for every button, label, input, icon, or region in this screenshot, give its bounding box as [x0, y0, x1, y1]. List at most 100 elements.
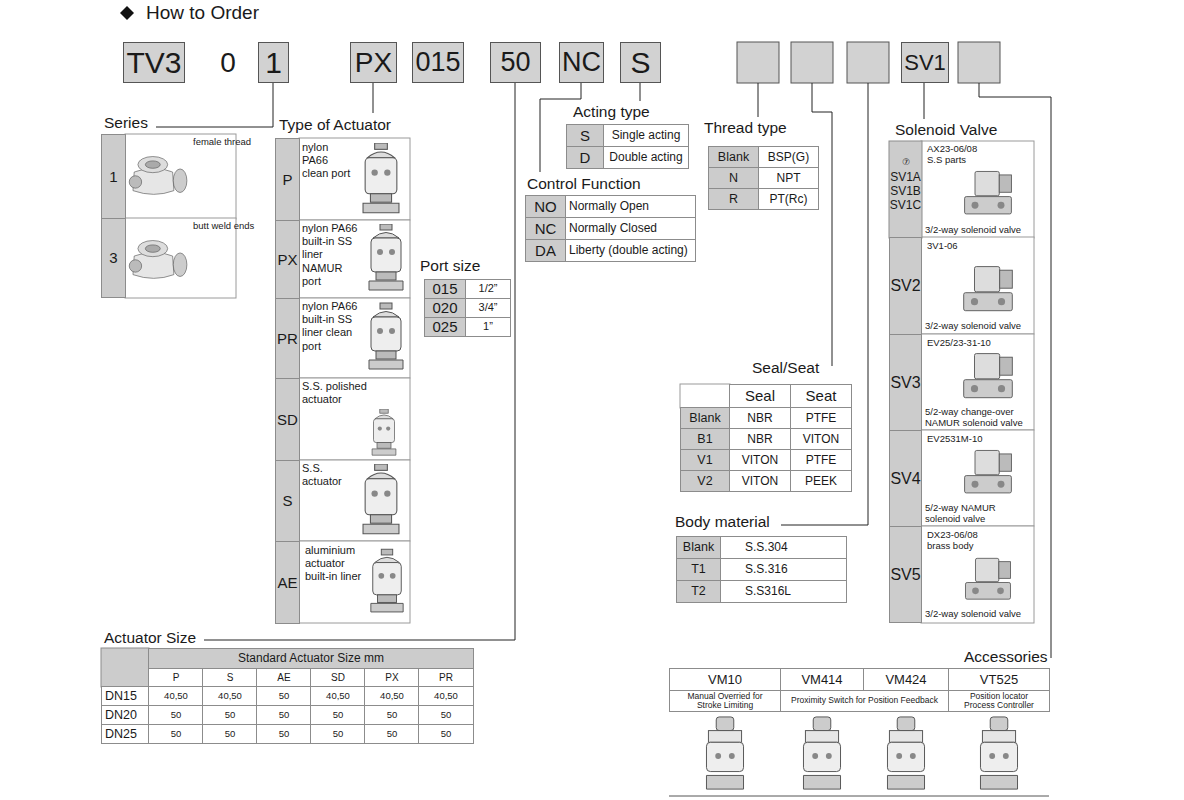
table-cell: 015 [424, 279, 466, 299]
table-frame [921, 334, 1034, 430]
cell-text: SV2 [890, 276, 920, 295]
cell-text: DN20 [105, 708, 137, 723]
table-cell: NO [525, 195, 566, 218]
table-frame [921, 237, 1034, 334]
leader-line [156, 83, 273, 127]
table-cell: SV2 [889, 237, 922, 335]
table-cell: 1 [101, 134, 126, 219]
leader-line [373, 83, 374, 113]
code-box: NC [559, 42, 604, 83]
table-frame [680, 384, 730, 408]
cell-text: ⑦ [902, 157, 910, 167]
table-cell: SV1A [889, 170, 922, 184]
table-cell: EV2531M-10 [927, 433, 1007, 445]
title-diamond [120, 6, 134, 20]
section-heading: Accessories [964, 648, 1048, 667]
cell-text: D [580, 149, 591, 167]
cell-text: V2 [697, 474, 712, 489]
table-cell: 020 [424, 298, 466, 318]
cell-text: S.S316L [745, 584, 791, 598]
table-cell: P [148, 668, 204, 687]
table-cell: Normally Open [565, 195, 696, 218]
table-cell: Seal [729, 384, 791, 408]
actuator-pr [369, 303, 403, 369]
cell-text: Position locator Process Controller [959, 692, 1039, 711]
cell-text: V1 [697, 453, 712, 468]
table-cell: Blank [676, 536, 721, 559]
table-frame [299, 138, 410, 220]
table-cell: Standard Actuator Size mm [148, 648, 474, 669]
section-heading: Series [104, 114, 148, 133]
cell-text: Seal [745, 387, 775, 405]
table-frame [921, 430, 1034, 526]
section-heading: Control Function [527, 175, 641, 194]
cell-text: Seat [806, 387, 837, 405]
table-cell: 50 [148, 724, 204, 744]
cell-text: EV25/23-31-10 [927, 337, 991, 348]
code-text: TV3 [126, 46, 181, 80]
table-cell: S.S. actuator [302, 462, 354, 490]
section-heading: Seal/Seat [752, 359, 819, 378]
code-text: PX [355, 47, 392, 79]
code-box: 015 [412, 42, 464, 83]
table-cell: 50 [148, 705, 204, 725]
table-cell: S.S.304 [720, 536, 847, 559]
cell-text: 50 [171, 709, 182, 720]
table-cell: SD [275, 378, 300, 461]
accessory-vm10 [706, 717, 743, 789]
cell-text: 50 [225, 728, 236, 739]
cell-text: SV1A [890, 170, 921, 184]
cell-text: 50 [171, 728, 182, 739]
table-cell: V1 [680, 449, 730, 471]
table-cell: SV5 [889, 526, 922, 623]
cell-text: NC [535, 220, 557, 238]
section-heading: Solenoid Valve [895, 121, 997, 140]
leader-lines [156, 83, 1051, 658]
table-cell: PR [275, 298, 300, 379]
leader-line [204, 83, 515, 640]
table-cell: DN25 [101, 724, 149, 744]
code-text: 015 [415, 47, 460, 78]
solenoid-sv5 [966, 558, 1011, 599]
table-cell: Blank [680, 407, 730, 429]
cell-text: S.S.304 [745, 540, 788, 554]
cell-text: 50 [279, 728, 290, 739]
table-cell: S [275, 460, 300, 542]
cell-text: Accessories [964, 648, 1048, 665]
cell-text: 50 [333, 709, 344, 720]
cell-text: EV2531M-10 [927, 433, 982, 444]
table-frame [299, 460, 410, 541]
table-frames [125, 134, 1034, 623]
leader-line [812, 83, 832, 366]
table-cell: VT525 [948, 668, 1050, 691]
table-cell: S.S316L [720, 580, 847, 603]
table-bottom-line [669, 796, 1049, 797]
cell-text: NBR [747, 432, 772, 446]
cell-text: nylon PA66 built-in SS liner clean port [302, 300, 357, 352]
table-cell: 3/4” [465, 298, 511, 318]
code-box: 1 [258, 42, 289, 83]
cell-text: aluminium actuator built-in liner [305, 544, 361, 582]
table-cell: B1 [680, 428, 730, 450]
cell-text: Solenoid Valve [895, 121, 997, 138]
table-cell: nylon PA66 built-in SS liner clean port [302, 300, 362, 372]
cell-text: R [729, 192, 738, 207]
cell-text: 3/2-way solenoid valve [925, 224, 1021, 235]
table-cell: DX23-06/08 brass body [927, 529, 989, 553]
table-cell: PTFE [790, 407, 852, 429]
cell-text: PX [385, 672, 398, 684]
table-cell: 5/2-way change-over NAMUR solenoid valve [925, 406, 1033, 430]
cell-text: 025 [432, 318, 457, 336]
cell-text: butt weld ends [193, 220, 254, 231]
female-thread-valve [129, 157, 187, 195]
cell-text: Thread type [704, 119, 787, 136]
table-cell: D [566, 146, 604, 169]
table-cell: AE [275, 541, 300, 624]
section-heading: Acting type [573, 103, 650, 122]
table-cell: 50 [256, 724, 312, 744]
cell-text: PR [439, 672, 453, 684]
cell-text: 3/2-way solenoid valve [925, 608, 1021, 619]
table-cell: AE [256, 668, 312, 687]
table-cell: PEEK [790, 470, 852, 492]
table-cell: VITON [729, 449, 791, 471]
